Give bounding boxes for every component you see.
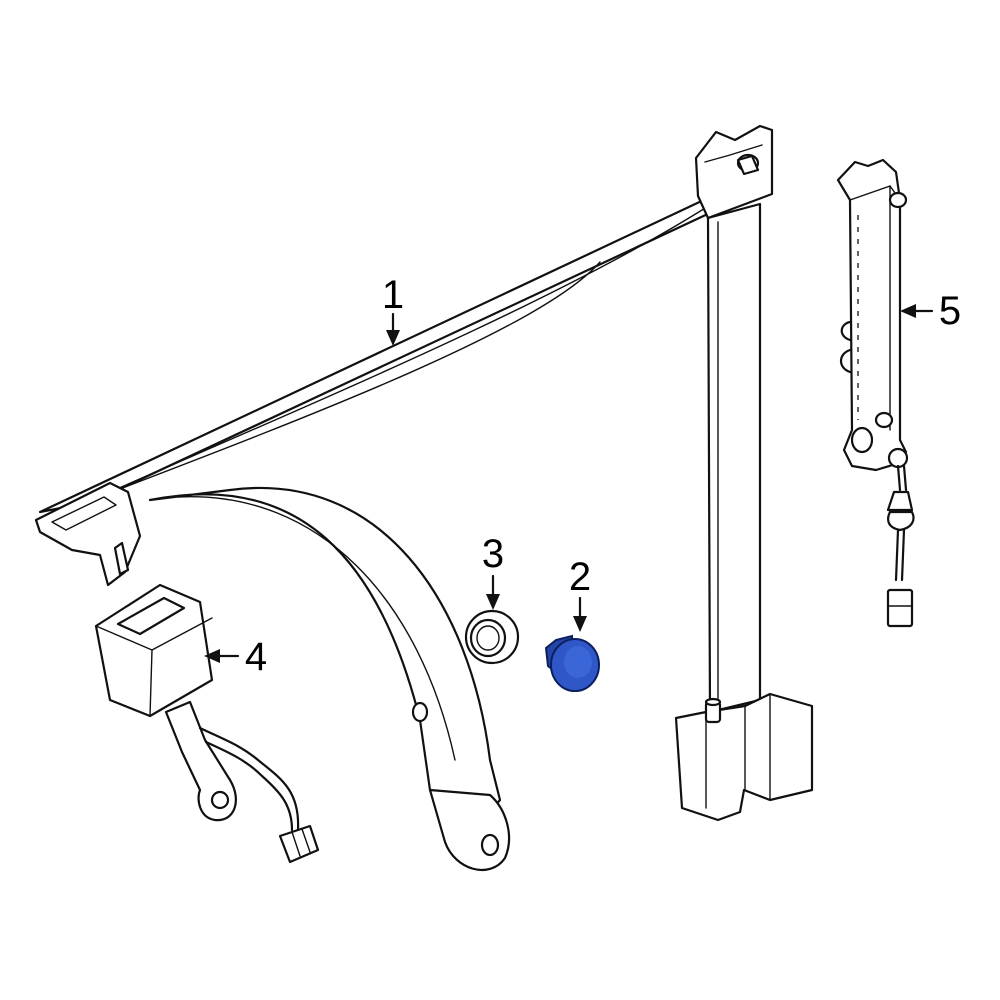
callout-1: 1 [382,273,404,346]
belt-webbing[interactable] [34,196,714,872]
retractor-assembly [674,124,814,822]
callout-arrow-1 [386,330,400,346]
callout-arrow-5 [900,304,916,318]
callout-arrow-4 [204,649,220,663]
callout-label-2: 2 [569,555,591,599]
height-adjuster[interactable] [836,158,915,628]
callout-label-1: 1 [382,273,404,317]
callout-4: 4 [204,635,267,679]
callout-2: 2 [569,555,591,632]
callout-label-3: 3 [482,532,504,576]
callout-label-4: 4 [245,635,267,679]
callout-arrow-3 [486,594,500,610]
buckle[interactable] [94,583,320,864]
callout-arrow-2 [573,616,587,632]
grommet[interactable] [464,609,520,665]
callout-label-5: 5 [939,289,961,333]
callout-3: 3 [482,532,504,610]
callout-5: 5 [900,289,961,333]
anchor-cap[interactable] [544,634,600,692]
